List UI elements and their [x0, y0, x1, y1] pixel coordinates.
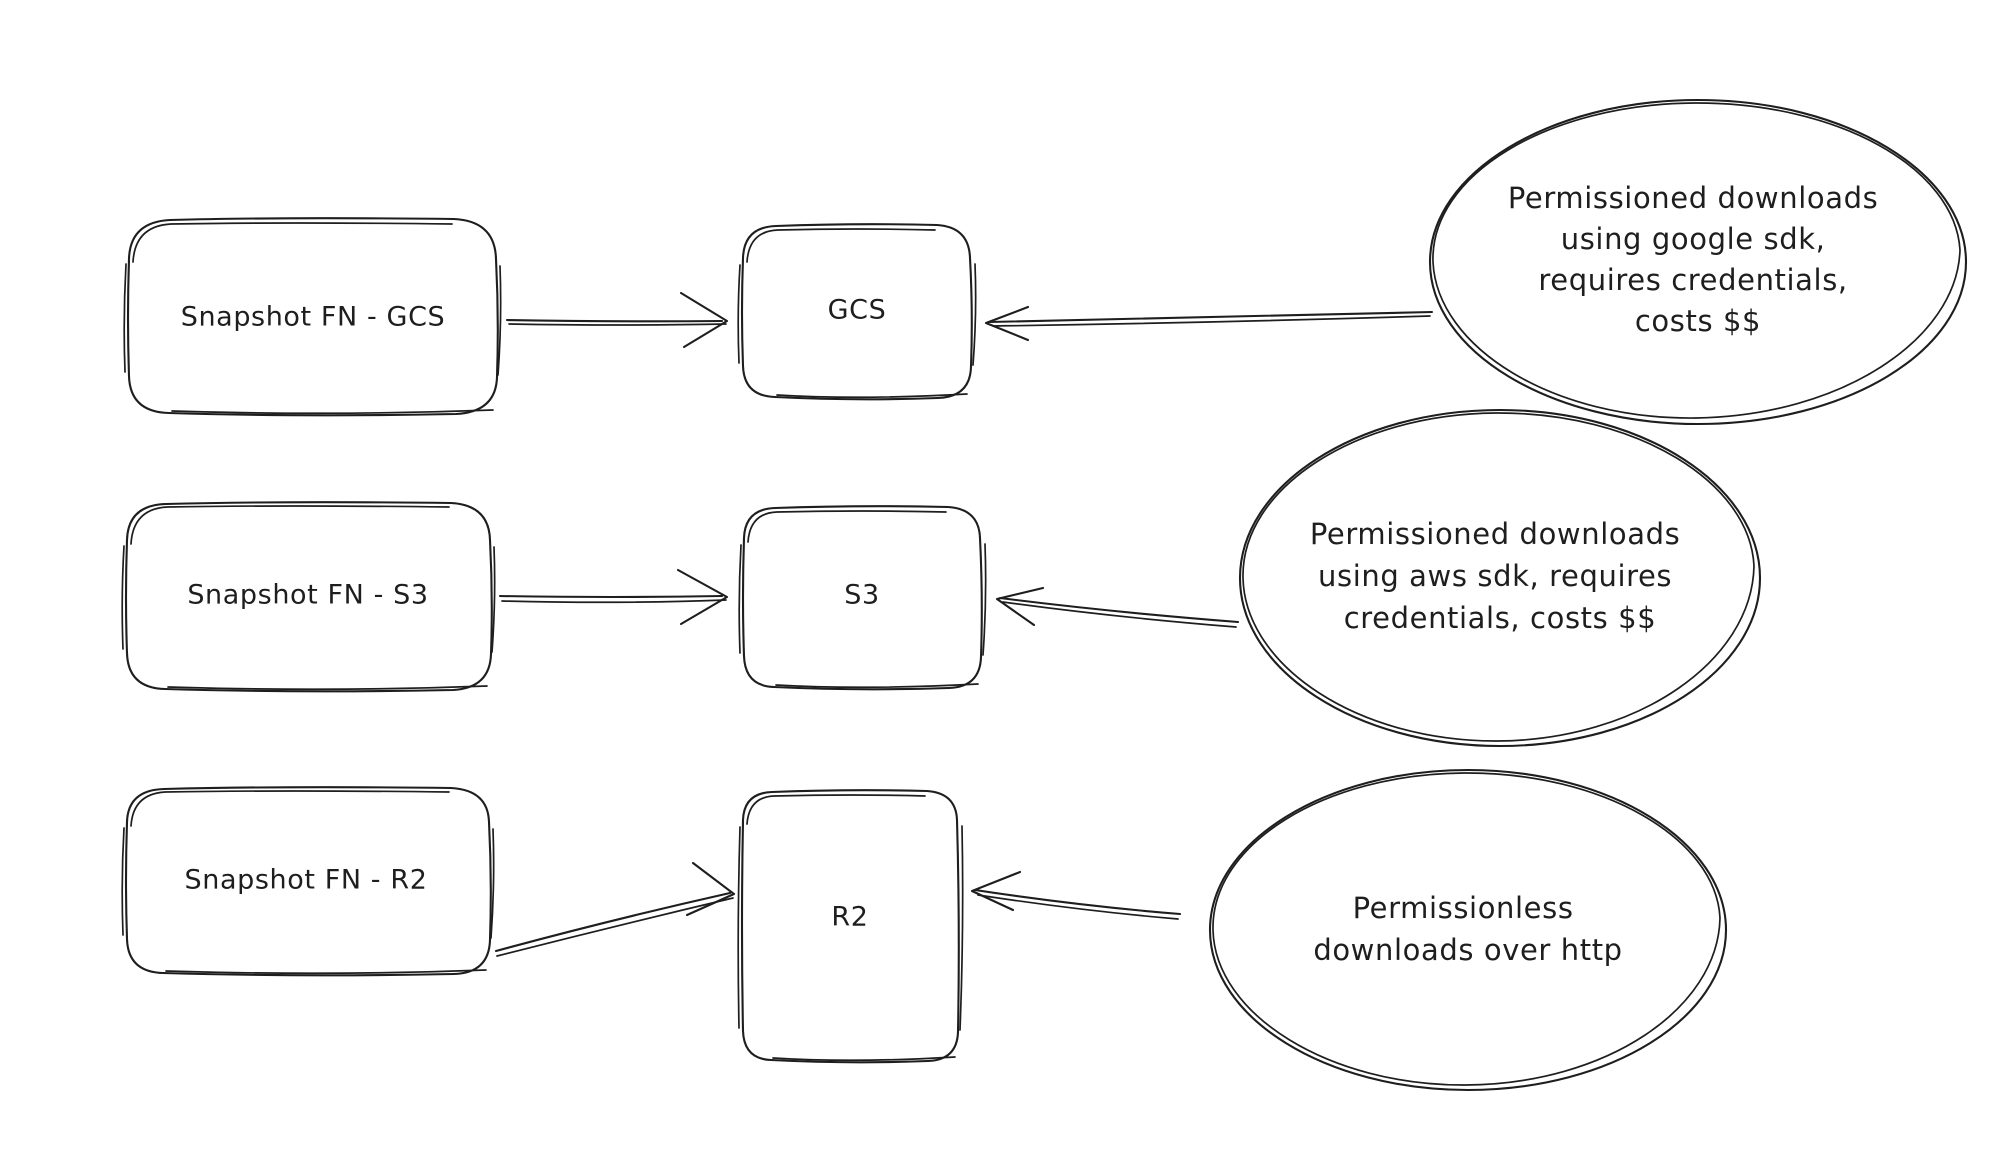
node-r2[interactable]: R2 — [737, 789, 964, 1064]
node-snapshot-fn-gcs-label: Snapshot FN - GCS — [181, 302, 446, 333]
row-gcs: Snapshot FN - GCS GCS — [123, 98, 1968, 426]
node-snapshot-fn-s3[interactable]: Snapshot FN - S3 — [121, 501, 496, 693]
arrow-snapshot-fn-gcs-to-gcs — [505, 291, 729, 349]
node-snapshot-fn-s3-label: Snapshot FN - S3 — [187, 580, 428, 611]
arrow-note-s3-to-s3 — [995, 586, 1240, 628]
note-gcs[interactable]: Permissioned downloads using google sdk,… — [1428, 98, 1968, 426]
note-r2[interactable]: Permissionless downloads over http — [1208, 768, 1728, 1092]
node-snapshot-fn-r2-label: Snapshot FN - R2 — [185, 865, 428, 896]
arrow-snapshot-fn-r2-to-r2 — [494, 861, 736, 957]
row-r2: Snapshot FN - R2 R2 — [121, 768, 1728, 1092]
note-gcs-text: Permissioned downloads using google sdk,… — [1508, 181, 1888, 338]
node-snapshot-fn-gcs[interactable]: Snapshot FN - GCS — [123, 217, 502, 417]
node-snapshot-fn-r2[interactable]: Snapshot FN - R2 — [121, 786, 495, 977]
note-r2-text: Permissionless downloads over http — [1313, 891, 1622, 967]
node-gcs-label: GCS — [828, 295, 887, 326]
arrow-note-gcs-to-gcs — [984, 305, 1434, 342]
arrow-snapshot-fn-s3-to-s3 — [498, 568, 729, 626]
node-gcs[interactable]: GCS — [737, 223, 977, 401]
node-r2-label: R2 — [831, 902, 868, 933]
note-s3[interactable]: Permissioned downloads using aws sdk, re… — [1238, 408, 1762, 748]
row-s3: Snapshot FN - S3 S3 — [121, 408, 1762, 748]
note-s3-text: Permissioned downloads using aws sdk, re… — [1310, 517, 1690, 635]
node-s3-label: S3 — [844, 580, 880, 611]
arrow-note-r2-to-r2 — [970, 870, 1182, 920]
node-s3[interactable]: S3 — [738, 505, 987, 691]
